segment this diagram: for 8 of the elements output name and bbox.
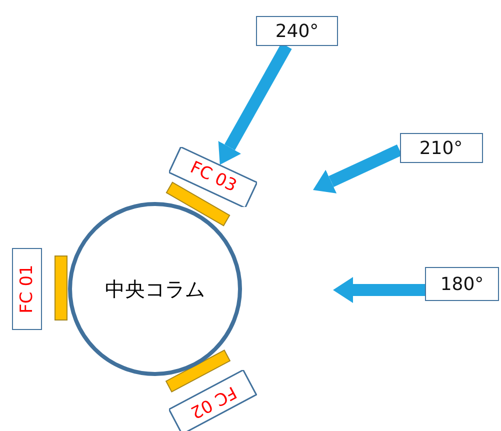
arrow [333,277,425,303]
sensor-label-box: FC 03 [169,146,257,208]
column-circle: 中央コラム [68,202,242,376]
sensor-label-box: FC 01 [12,248,42,330]
sensor-label-box: FC 02 [169,370,257,431]
angle-box: 240° [256,16,338,46]
angle-box: 180° [425,267,499,301]
angle-box: 210° [400,133,482,163]
